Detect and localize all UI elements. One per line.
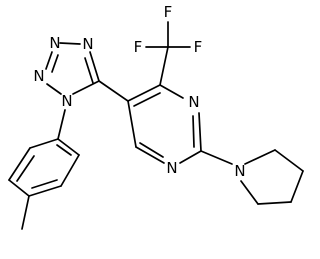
bond-tetrazole-pyrimidine — [98, 80, 129, 102]
atom-label-tetrazole-n3: N — [49, 34, 60, 52]
tolyl-ring — [8, 109, 80, 230]
atom-label-fluorine-1: F — [164, 3, 173, 21]
bond-pyr-cf3 — [159, 46, 169, 86]
bond-pyr-n1-c6-double — [139, 142, 164, 158]
bond-pyr-c5-c4 — [127, 84, 161, 102]
chemical-structure-diagram: N N N N N N N F F F — [8, 3, 304, 230]
bond-pyr-c4-n3 — [159, 84, 184, 99]
atom-label-pyrrolidine-n: N — [234, 162, 245, 180]
bond-pyr-n3-c2-double — [192, 115, 195, 148]
pyrrolidine-ring — [200, 149, 304, 205]
atom-label-fluorine-3: F — [194, 38, 203, 56]
atom-label-tetrazole-n1: N — [61, 92, 72, 110]
bond-pyrrolidine-c5-n — [240, 180, 259, 205]
bond-pyr-c6-c5 — [127, 100, 137, 148]
bond-pyr-c2-n1 — [179, 150, 202, 164]
bond-aryl-c4-c5-double — [31, 179, 58, 189]
bond-aryl-c4-c5 — [28, 185, 62, 197]
bond-pyrrolidine-n-c2 — [244, 149, 276, 165]
bond-pyrrolidine-c4-c5 — [257, 201, 292, 205]
atom-label-tetrazole-n2: N — [33, 67, 44, 85]
bond-pyrrolidine-c3-c4 — [290, 170, 304, 203]
tetrazole-ring — [45, 42, 100, 95]
bond-pyr-n1-c6 — [135, 146, 165, 164]
trifluoromethyl-group — [145, 21, 191, 86]
atom-label-fluorine-2: F — [134, 38, 143, 56]
bond-aryl-c1-c2 — [29, 138, 59, 149]
bond-pyr-pyrrolidine — [200, 150, 233, 165]
bond-aryl-c2-c3-double — [16, 155, 35, 182]
bond-tetrazole-n3-n2-double — [51, 54, 59, 73]
bond-pyr-n3-c2 — [198, 112, 202, 152]
bond-tetrazole-n3-n2 — [45, 51, 53, 70]
bond-aryl-c2-c3 — [8, 147, 31, 181]
bond-tetrazole-n2-n1 — [46, 83, 62, 95]
bond-tetrazole-n4-n3 — [59, 42, 81, 45]
bond-n1-aryl — [57, 109, 66, 140]
bond-tetrazole-c5-n4 — [89, 51, 100, 82]
bond-tetrazole-n1-c5 — [72, 80, 100, 95]
bond-pyrrolidine-c2-c3 — [274, 149, 304, 172]
bond-aryl-c3-c4 — [8, 179, 30, 197]
bond-tetrazole-c5-n4-double — [84, 57, 94, 84]
bond-pyr-c5-c4-double — [133, 92, 161, 107]
bond-aryl-c5-c6 — [60, 154, 80, 187]
pyrimidine-ring — [127, 84, 202, 164]
atom-label-tetrazole-n4: N — [82, 35, 93, 53]
atom-label-pyrimidine-n3: N — [188, 93, 199, 111]
bond-aryl-methyl — [21, 195, 30, 230]
bond-aryl-c6-c1-double — [56, 144, 72, 156]
bond-aryl-c6-c1 — [57, 138, 80, 156]
atom-label-pyrimidine-n1: N — [166, 159, 177, 177]
